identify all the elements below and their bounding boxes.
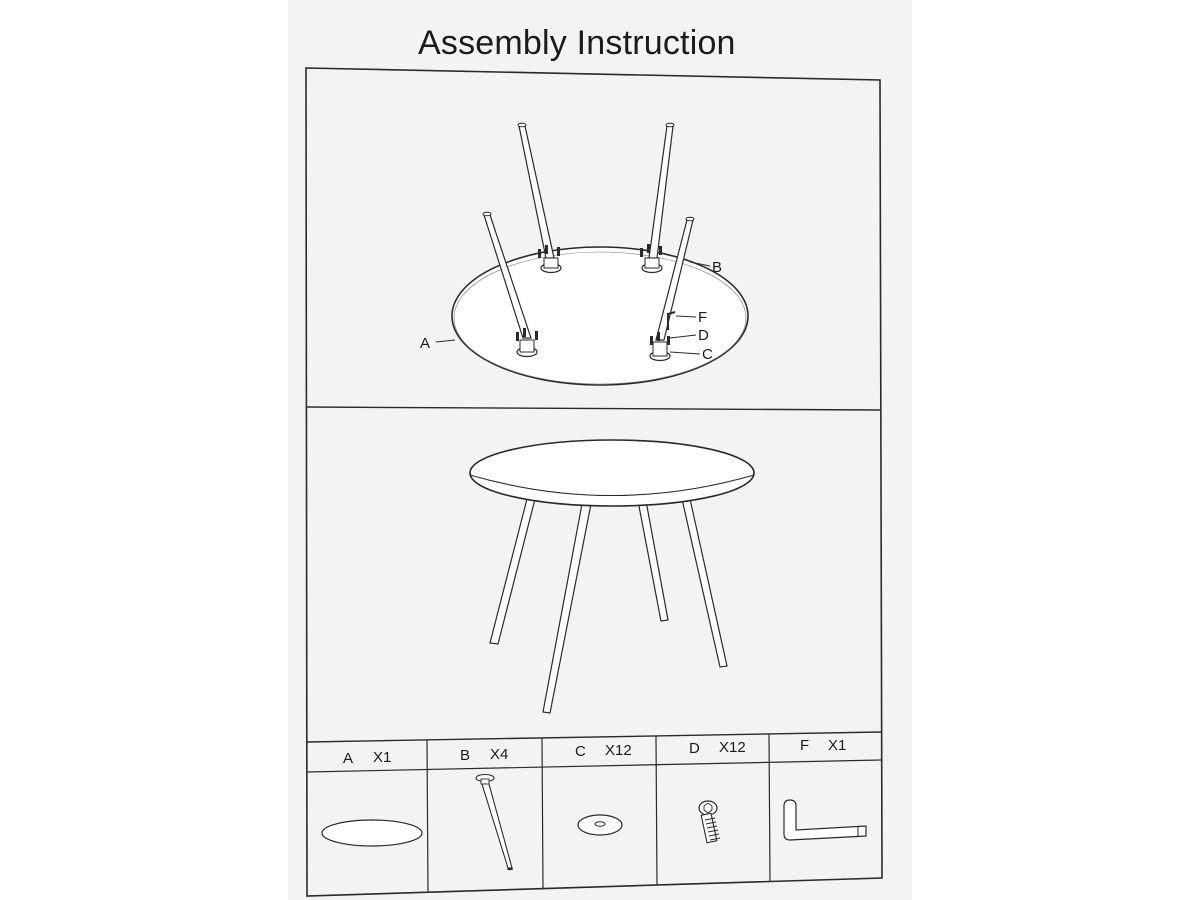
leg-back-right	[641, 122, 675, 274]
part-letter-a: A	[343, 750, 353, 767]
step-divider	[305, 406, 881, 411]
instruction-frame	[305, 67, 883, 897]
leg-front-right	[649, 216, 695, 362]
assembled-leg-front-right	[681, 498, 728, 668]
part-qty-a: X1	[373, 749, 391, 766]
screw-set-back-right	[640, 244, 662, 257]
callout-line-c	[669, 351, 701, 355]
callout-line-f	[675, 315, 697, 318]
part-header-b: B X4	[460, 746, 508, 764]
leg-back-left	[517, 122, 562, 274]
assembled-table-top	[469, 439, 755, 507]
parts-col-divider-2	[541, 737, 544, 889]
part-qty-c: X12	[605, 742, 632, 759]
parts-col-divider-1	[426, 739, 429, 893]
callout-line-b	[689, 261, 711, 267]
parts-table: A X1 B X4 C X12 D X12 F X1	[321, 737, 867, 871]
part-f-allen-key-illustration	[783, 799, 867, 841]
screw-set-back-left	[538, 245, 560, 258]
part-letter-b: B	[460, 747, 470, 764]
part-qty-d: X12	[719, 739, 746, 756]
parts-col-divider-4	[768, 733, 771, 883]
callout-f: F	[698, 309, 707, 326]
callout-d: D	[698, 327, 709, 344]
part-qty-f: X1	[828, 737, 846, 754]
callout-line-a	[435, 339, 456, 343]
screw-set-front-left	[516, 328, 538, 341]
part-c-washer-illustration	[577, 814, 623, 836]
table-top-edge	[453, 251, 747, 385]
assembled-leg-back-right	[637, 500, 669, 622]
assembled-leg-back-left	[489, 498, 536, 645]
step-1-exploded-view: A B F D C	[420, 122, 749, 386]
part-header-d: D X12	[689, 739, 746, 757]
part-letter-c: C	[575, 743, 586, 760]
screw-set-front-right	[650, 332, 670, 345]
step-2-assembled-table	[469, 439, 755, 714]
part-header-a: A X1	[343, 749, 391, 767]
part-d-bolt-illustration	[698, 800, 721, 844]
allen-key-in-use	[667, 311, 676, 330]
callout-c: C	[702, 346, 713, 363]
part-b-leg-illustration	[475, 773, 513, 871]
parts-top-line	[306, 731, 882, 743]
part-a-table-top-illustration	[321, 819, 423, 847]
part-header-f: F X1	[800, 737, 846, 754]
assembled-leg-front-left	[542, 503, 592, 714]
callout-a: A	[420, 335, 430, 352]
part-header-c: C X12	[575, 742, 632, 760]
callout-line-d	[669, 334, 697, 339]
part-letter-f: F	[800, 737, 809, 754]
part-letter-d: D	[689, 740, 700, 757]
part-qty-b: X4	[490, 746, 508, 763]
assembled-table-top-edge	[469, 474, 755, 497]
parts-header-line	[306, 759, 882, 773]
leg-front-left	[482, 211, 538, 358]
parts-col-divider-3	[655, 735, 658, 886]
page-title: Assembly Instruction	[418, 24, 736, 62]
callout-b: B	[712, 259, 722, 276]
